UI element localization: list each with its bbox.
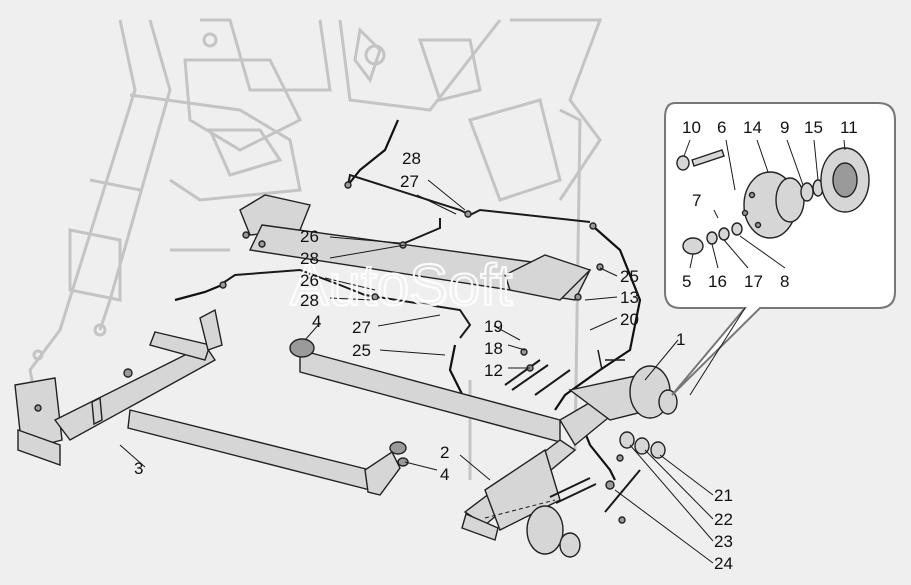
callout-28: 28: [402, 149, 421, 168]
hub-detail-inset: [664, 102, 896, 396]
leader-lines: [119, 179, 746, 564]
callout-17: 17: [744, 272, 763, 291]
callout-18: 18: [484, 339, 503, 358]
callout-22: 22: [714, 510, 733, 529]
axle-tubes: [127, 338, 561, 496]
callout-14: 14: [743, 118, 762, 137]
callout-20: 20: [620, 310, 639, 329]
callout-1: 1: [676, 330, 685, 349]
callout-25: 25: [352, 341, 371, 360]
callout-23: 23: [714, 532, 733, 551]
callout-6: 6: [717, 118, 726, 137]
callout-28: 28: [300, 249, 319, 268]
callout-4: 4: [312, 312, 321, 331]
springs-hardware: [504, 263, 666, 524]
callout-25: 25: [620, 267, 639, 286]
callout-11: 11: [840, 118, 858, 137]
callout-13: 13: [620, 288, 639, 307]
crossmember-bracket: [239, 194, 592, 301]
callout-26: 26: [300, 271, 319, 290]
callout-21: 21: [714, 486, 733, 505]
callout-27: 27: [400, 172, 419, 191]
watermark: AutoSoft: [290, 253, 512, 318]
callout-28: 28: [300, 291, 319, 310]
callout-15: 15: [804, 118, 823, 137]
wheel-hubs: [526, 365, 678, 558]
callout-10: 10: [682, 118, 701, 137]
callout-5: 5: [682, 272, 691, 291]
callout-9: 9: [780, 118, 789, 137]
callout-16: 16: [708, 272, 727, 291]
callout-24: 24: [714, 554, 733, 573]
callout-8: 8: [780, 272, 789, 291]
callout-labels: 28 27 26 28 26 28 4 27 25 25 13 20 19 18…: [134, 118, 858, 573]
callout-2: 2: [440, 443, 449, 462]
left-beam-assembly: [14, 308, 223, 466]
callout-4: 4: [440, 465, 449, 484]
callout-3: 3: [134, 459, 143, 478]
callout-27: 27: [352, 318, 371, 337]
background-frame-ghost: [28, 18, 603, 480]
callout-19: 19: [484, 317, 503, 336]
callout-12: 12: [484, 361, 503, 380]
callout-7: 7: [692, 191, 701, 210]
callout-26: 26: [300, 227, 319, 246]
